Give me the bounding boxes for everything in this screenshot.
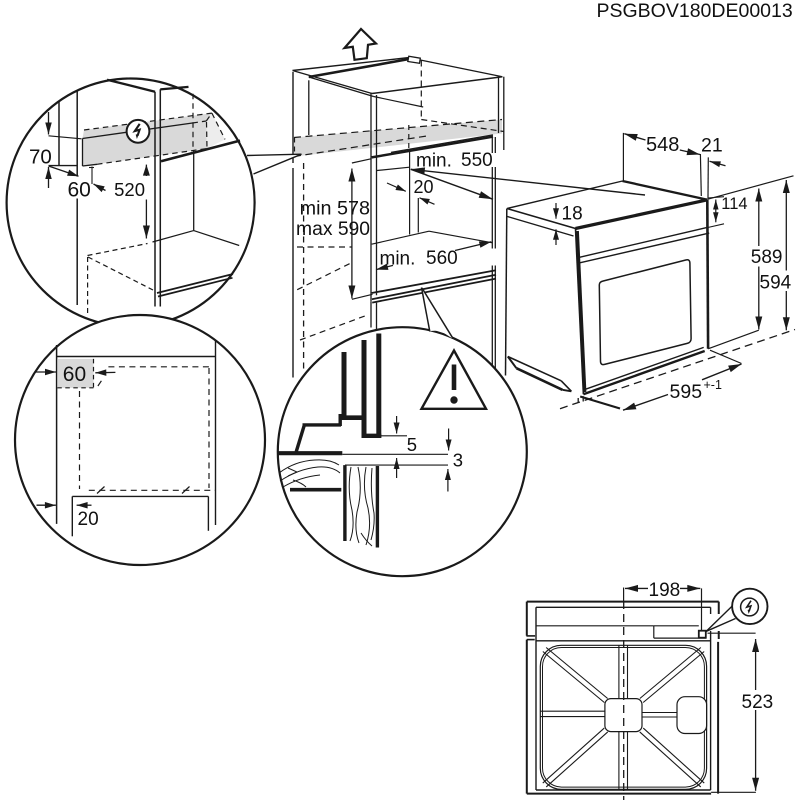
svg-text:595: 595	[670, 381, 703, 403]
svg-text:550: 550	[461, 150, 493, 171]
svg-text:70: 70	[29, 145, 52, 168]
svg-text:max 590: max 590	[296, 219, 370, 240]
svg-text:3: 3	[453, 449, 463, 470]
svg-text:min.: min.	[380, 249, 416, 270]
svg-text:60: 60	[63, 363, 86, 386]
svg-text:PSGBOV180DE00013: PSGBOV180DE00013	[597, 0, 793, 22]
svg-text:548: 548	[646, 134, 679, 156]
svg-text:min.: min.	[416, 151, 452, 172]
svg-text:589: 589	[751, 247, 783, 268]
svg-text:520: 520	[114, 179, 145, 200]
svg-text:560: 560	[426, 248, 458, 269]
svg-text:5: 5	[407, 434, 417, 455]
svg-text:18: 18	[562, 203, 583, 224]
svg-text:60: 60	[68, 178, 91, 201]
svg-text:21: 21	[701, 135, 723, 157]
svg-text:198: 198	[649, 580, 681, 601]
svg-text:+-1: +-1	[704, 378, 722, 392]
svg-text:20: 20	[414, 177, 434, 197]
svg-text:20: 20	[78, 509, 99, 530]
svg-text:114: 114	[721, 195, 747, 213]
svg-text:523: 523	[742, 692, 774, 713]
svg-text:min 578: min 578	[300, 197, 370, 219]
svg-text:594: 594	[760, 272, 792, 293]
